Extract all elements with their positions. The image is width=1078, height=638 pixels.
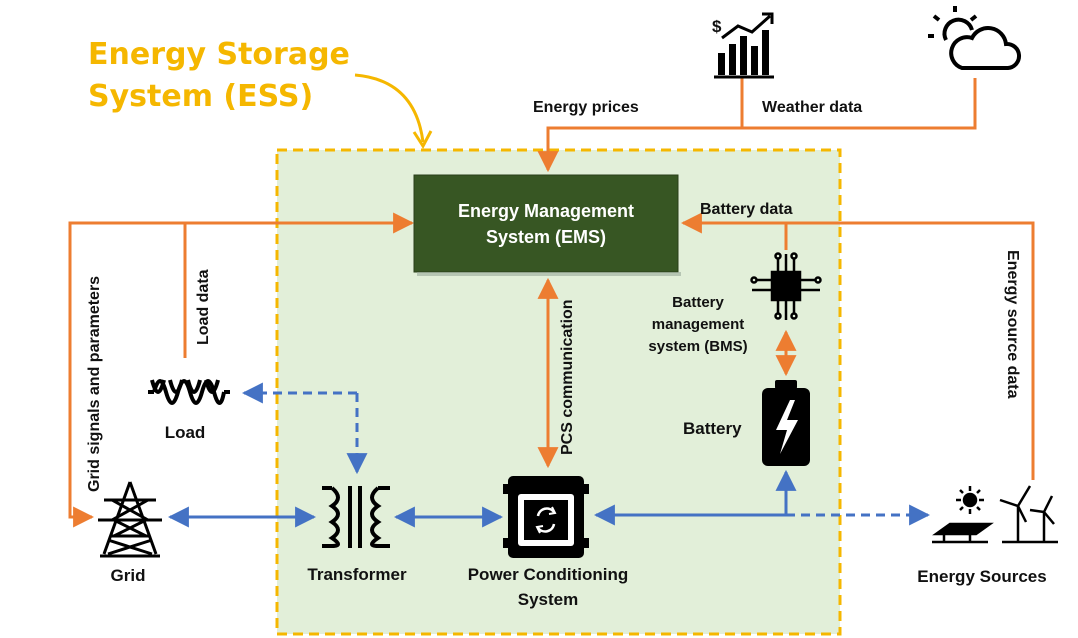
wind-turbine-icon (999, 485, 1058, 544)
ess-title-line1: Energy Storage (88, 37, 350, 72)
transformer-icon (322, 486, 390, 548)
weather-icon (928, 6, 1021, 70)
title-pointer-arrow (354, 73, 425, 143)
ems-label-line1: Energy Management (458, 201, 634, 221)
grid-signals-label: Grid signals and parameters (86, 276, 103, 492)
transformer-label: Transformer (307, 565, 407, 584)
chip-icon (750, 252, 822, 320)
load-coil-icon (148, 379, 230, 405)
weather-data-line (742, 78, 977, 130)
ess-title-line2: System (ESS) (88, 79, 313, 114)
energy-sources-label: Energy Sources (917, 567, 1046, 586)
battery-label: Battery (683, 419, 742, 438)
power-conditioning-icon (503, 476, 589, 558)
pcs-label-line1: Power Conditioning (468, 565, 629, 584)
energy-source-data-line (680, 212, 1035, 480)
power-lines (167, 382, 931, 528)
bms-label-line3: system (BMS) (648, 338, 747, 355)
pcs-label-line2: System (518, 590, 578, 609)
price-chart-icon: $ (712, 12, 774, 79)
ems-label-line2: System (EMS) (486, 227, 606, 247)
energy-prices-line (537, 78, 744, 173)
battery-icon (762, 380, 810, 466)
energy-source-data-label: Energy source data (1004, 250, 1021, 399)
pcs-communication-label: PCS communication (559, 299, 576, 455)
bms-label-line1: Battery (672, 294, 724, 311)
solar-icon (932, 486, 994, 544)
data-lines (68, 78, 1035, 528)
ems-box: Energy Management System (EMS) (413, 174, 681, 276)
load-label: Load (165, 423, 206, 442)
load-data-label: Load data (195, 269, 212, 345)
energy-prices-label: Energy prices (533, 99, 639, 116)
weather-data-label: Weather data (762, 99, 862, 116)
grid-label: Grid (111, 566, 146, 585)
svg-text:$: $ (712, 17, 722, 36)
grid-tower-icon (98, 481, 162, 558)
battery-data-label: Battery data (700, 201, 793, 218)
bms-label-line2: management (652, 316, 745, 333)
